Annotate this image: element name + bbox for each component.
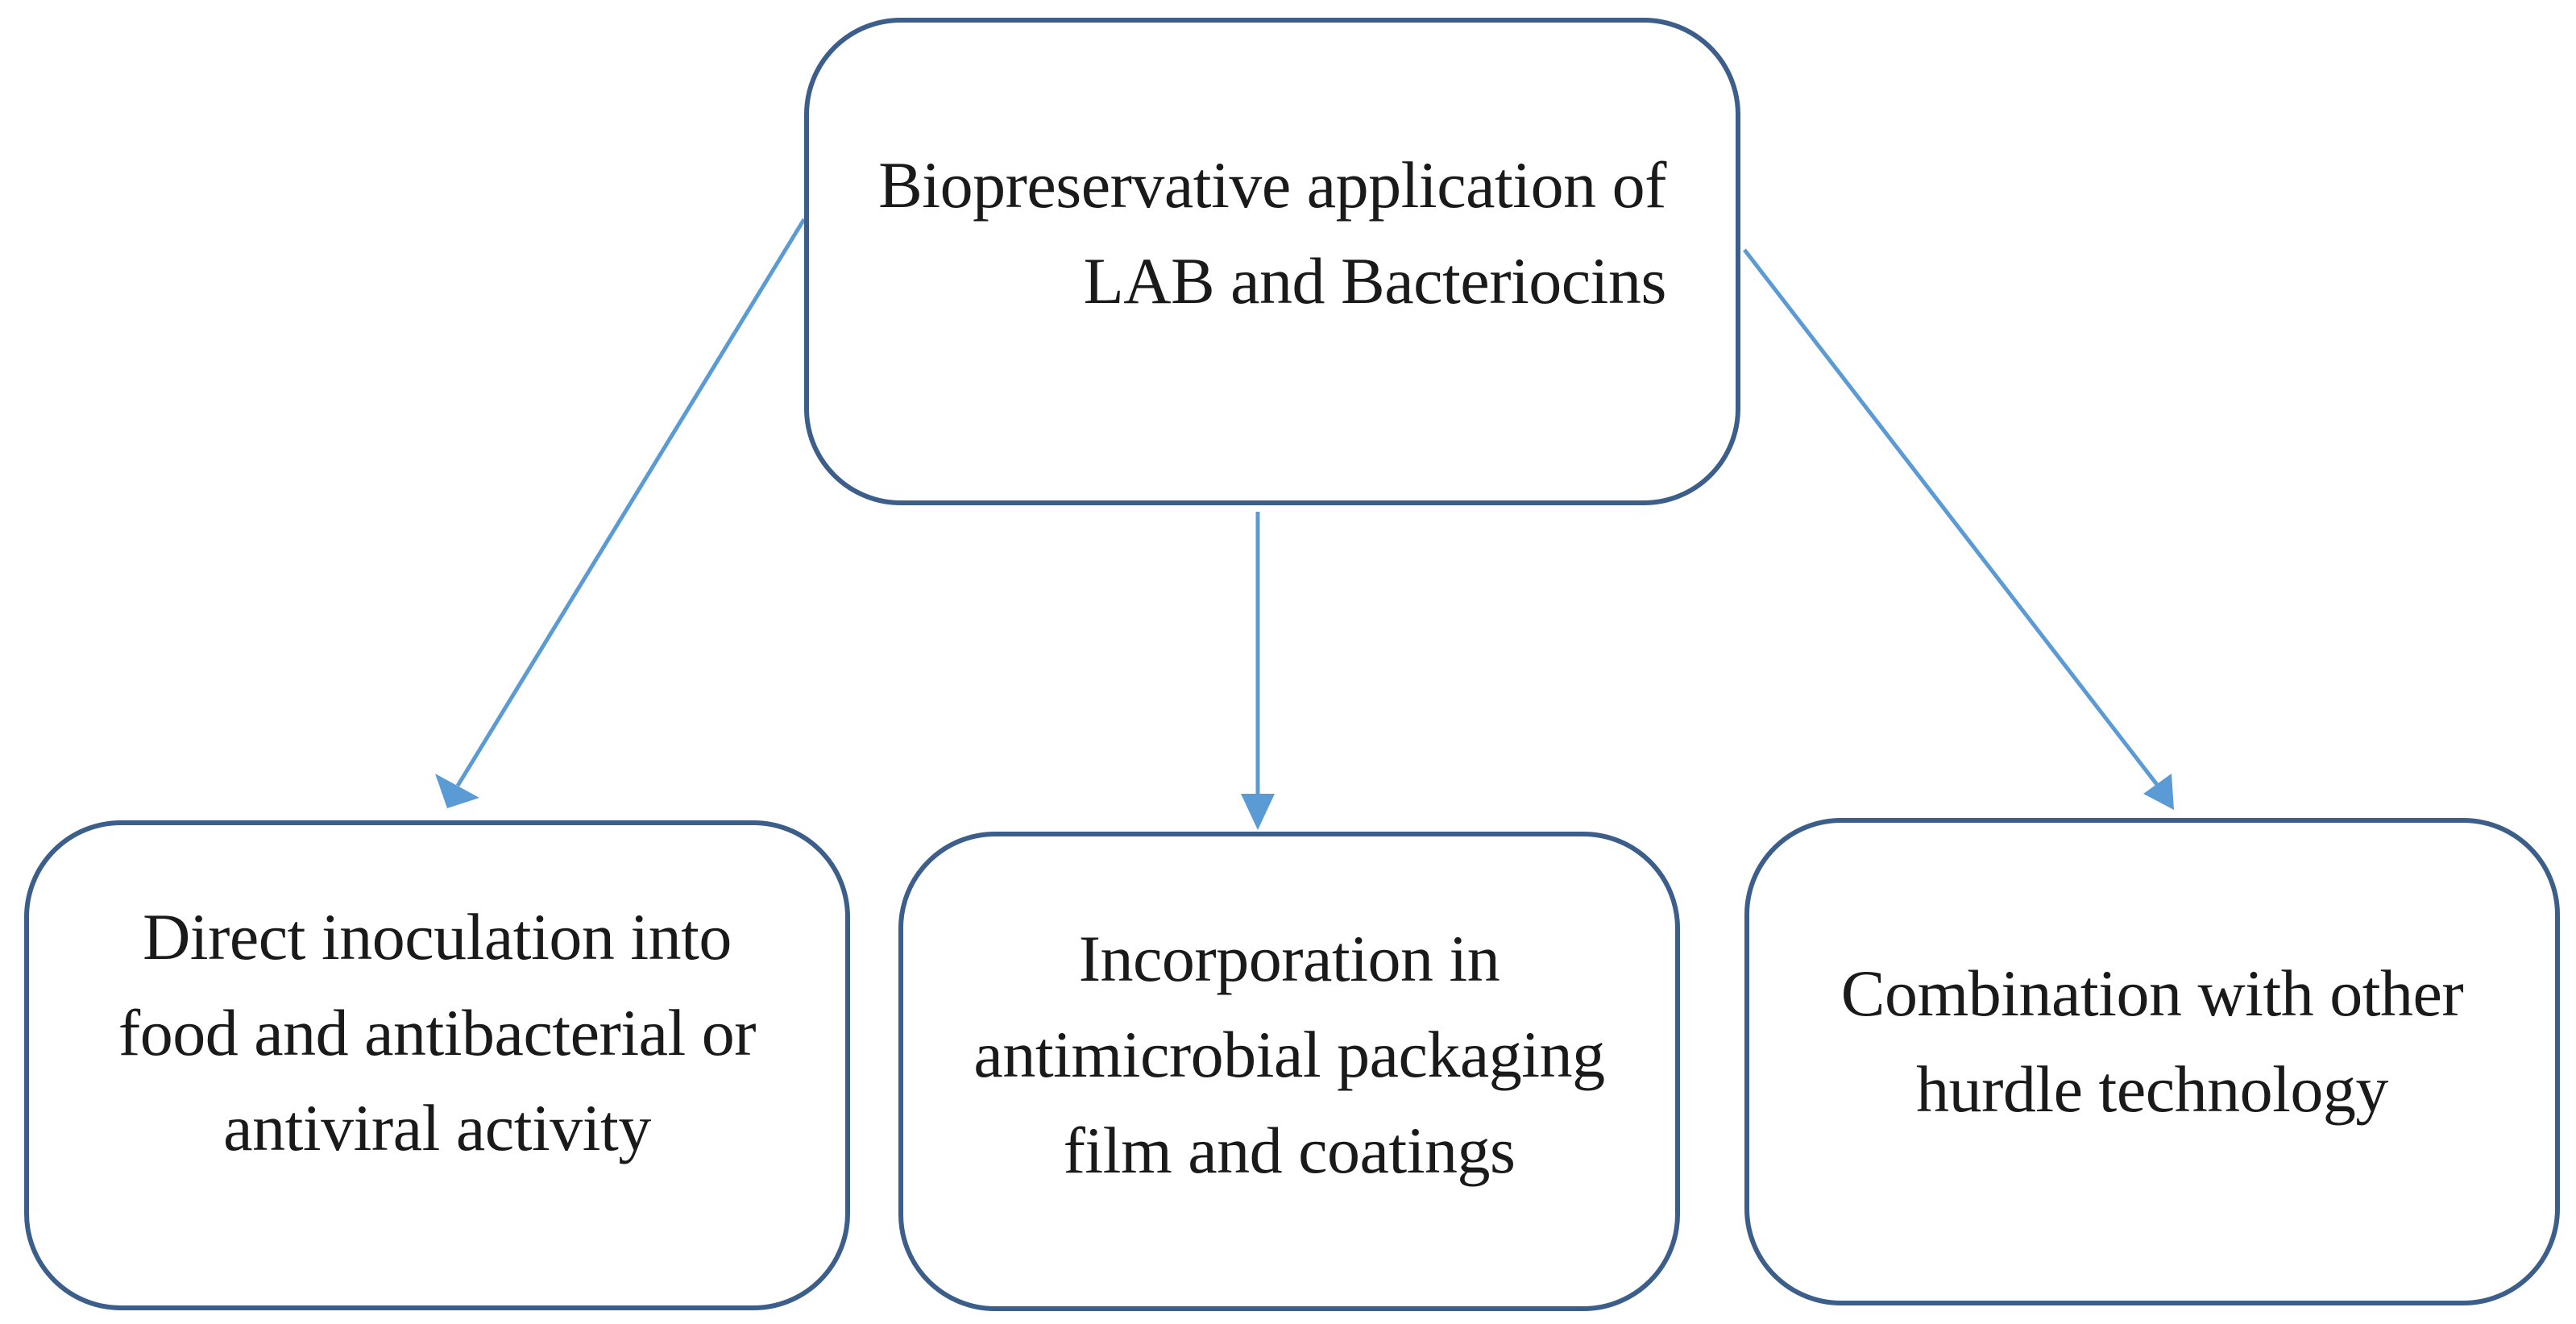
child-node-label: Combination with other hurdle technology [1840,956,2464,1126]
root-node: Biopreservative application of LAB and B… [804,18,1740,505]
child-node-incorporation: Incorporation in antimicrobial packaging… [898,832,1680,1311]
child-node-direct-inoculation: Direct inoculation into food and antibac… [24,820,850,1310]
arrow-to-combination [1743,248,2174,810]
child-node-combination: Combination with other hurdle technology [1744,818,2560,1305]
child-node-label: Direct inoculation into food and antibac… [118,899,757,1165]
arrow-to-incorporation [1241,512,1275,830]
child-node-label: Incorporation in antimicrobial packaging… [973,922,1605,1187]
root-node-label: Biopreservative application of LAB and B… [878,147,1666,318]
arrow-to-direct-inoculation [435,218,807,808]
